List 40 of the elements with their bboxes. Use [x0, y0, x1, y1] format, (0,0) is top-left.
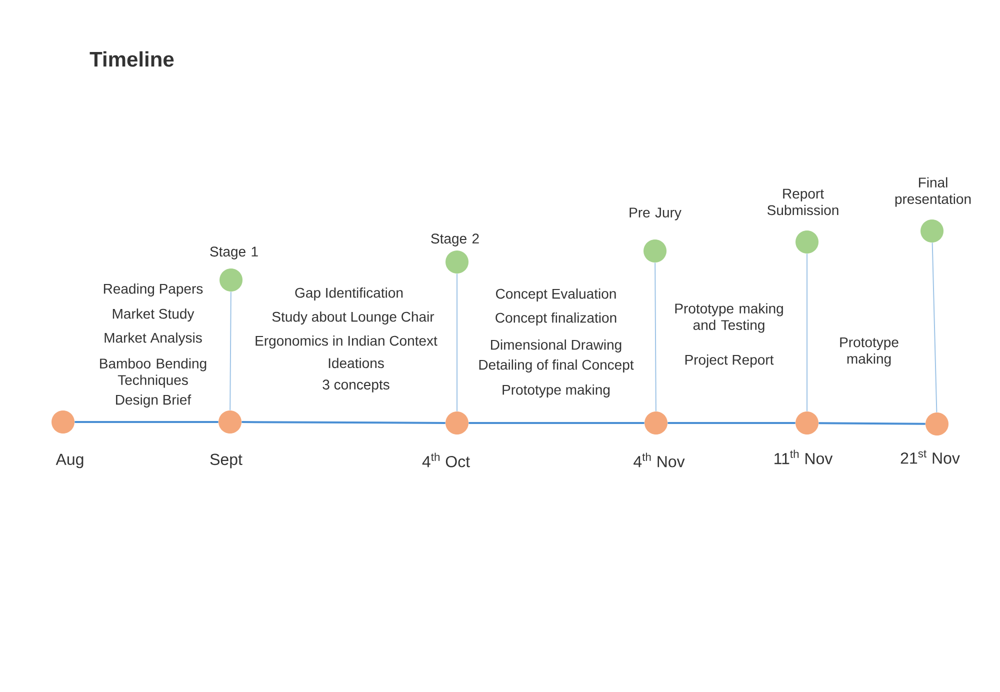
activity-text: Prototype making [502, 384, 610, 398]
stage-label: Final presentation [895, 177, 971, 207]
connector-line [818, 422, 926, 425]
activity-text: Project Report [685, 354, 774, 368]
activity-text: Detailing of final Concept [479, 359, 634, 373]
activity-text: Bamboo Bending Techniques [100, 358, 206, 388]
activity-text: Ideations [328, 358, 384, 368]
date-label: 4$^{th}$ Nov [634, 452, 685, 468]
connector-line [654, 262, 656, 412]
date-label: 21$^{st}$ Nov [900, 450, 960, 464]
date-label: Sept [210, 454, 242, 468]
date-label: 4$^{th}$ Oct [422, 452, 470, 468]
stage-label: Pre Jury [630, 208, 682, 220]
activity-text: Concept finalization [496, 312, 616, 326]
connector-line [230, 291, 232, 411]
activity-text: Market Analysis [104, 332, 202, 346]
activity-text: Concept Evaluation [496, 288, 616, 302]
activity-text: Reading Papers [104, 283, 203, 297]
activity-text: Gap Identification [295, 287, 403, 301]
activity-text: Ergonomics in Indian Context [256, 335, 438, 349]
activity-text: Dimensional Drawing [491, 339, 622, 353]
activity-text: Design Brief [116, 394, 192, 408]
activity-text: 3 concepts [322, 380, 390, 392]
stage-label: Stage 2 [431, 234, 479, 246]
activity-text: Study about Lounge Chair [272, 311, 434, 325]
connector-line [74, 421, 218, 423]
date-label: Aug [56, 454, 84, 468]
stage-label: Stage 1 [210, 246, 258, 260]
activity-text: Prototype making and Testing [675, 303, 783, 333]
title: Timeline [90, 51, 174, 67]
stage-label: Report Submission [767, 188, 838, 216]
activity-text: Prototype making [840, 337, 898, 366]
connector-line [242, 421, 446, 424]
activity-text: Market Study [112, 308, 194, 322]
connector-line [668, 422, 796, 424]
connector-line [456, 273, 458, 412]
connector-line [468, 422, 644, 424]
date-label: 11$^{th}$ Nov [774, 450, 833, 464]
connector-line [932, 242, 938, 413]
connector-line [806, 253, 808, 412]
